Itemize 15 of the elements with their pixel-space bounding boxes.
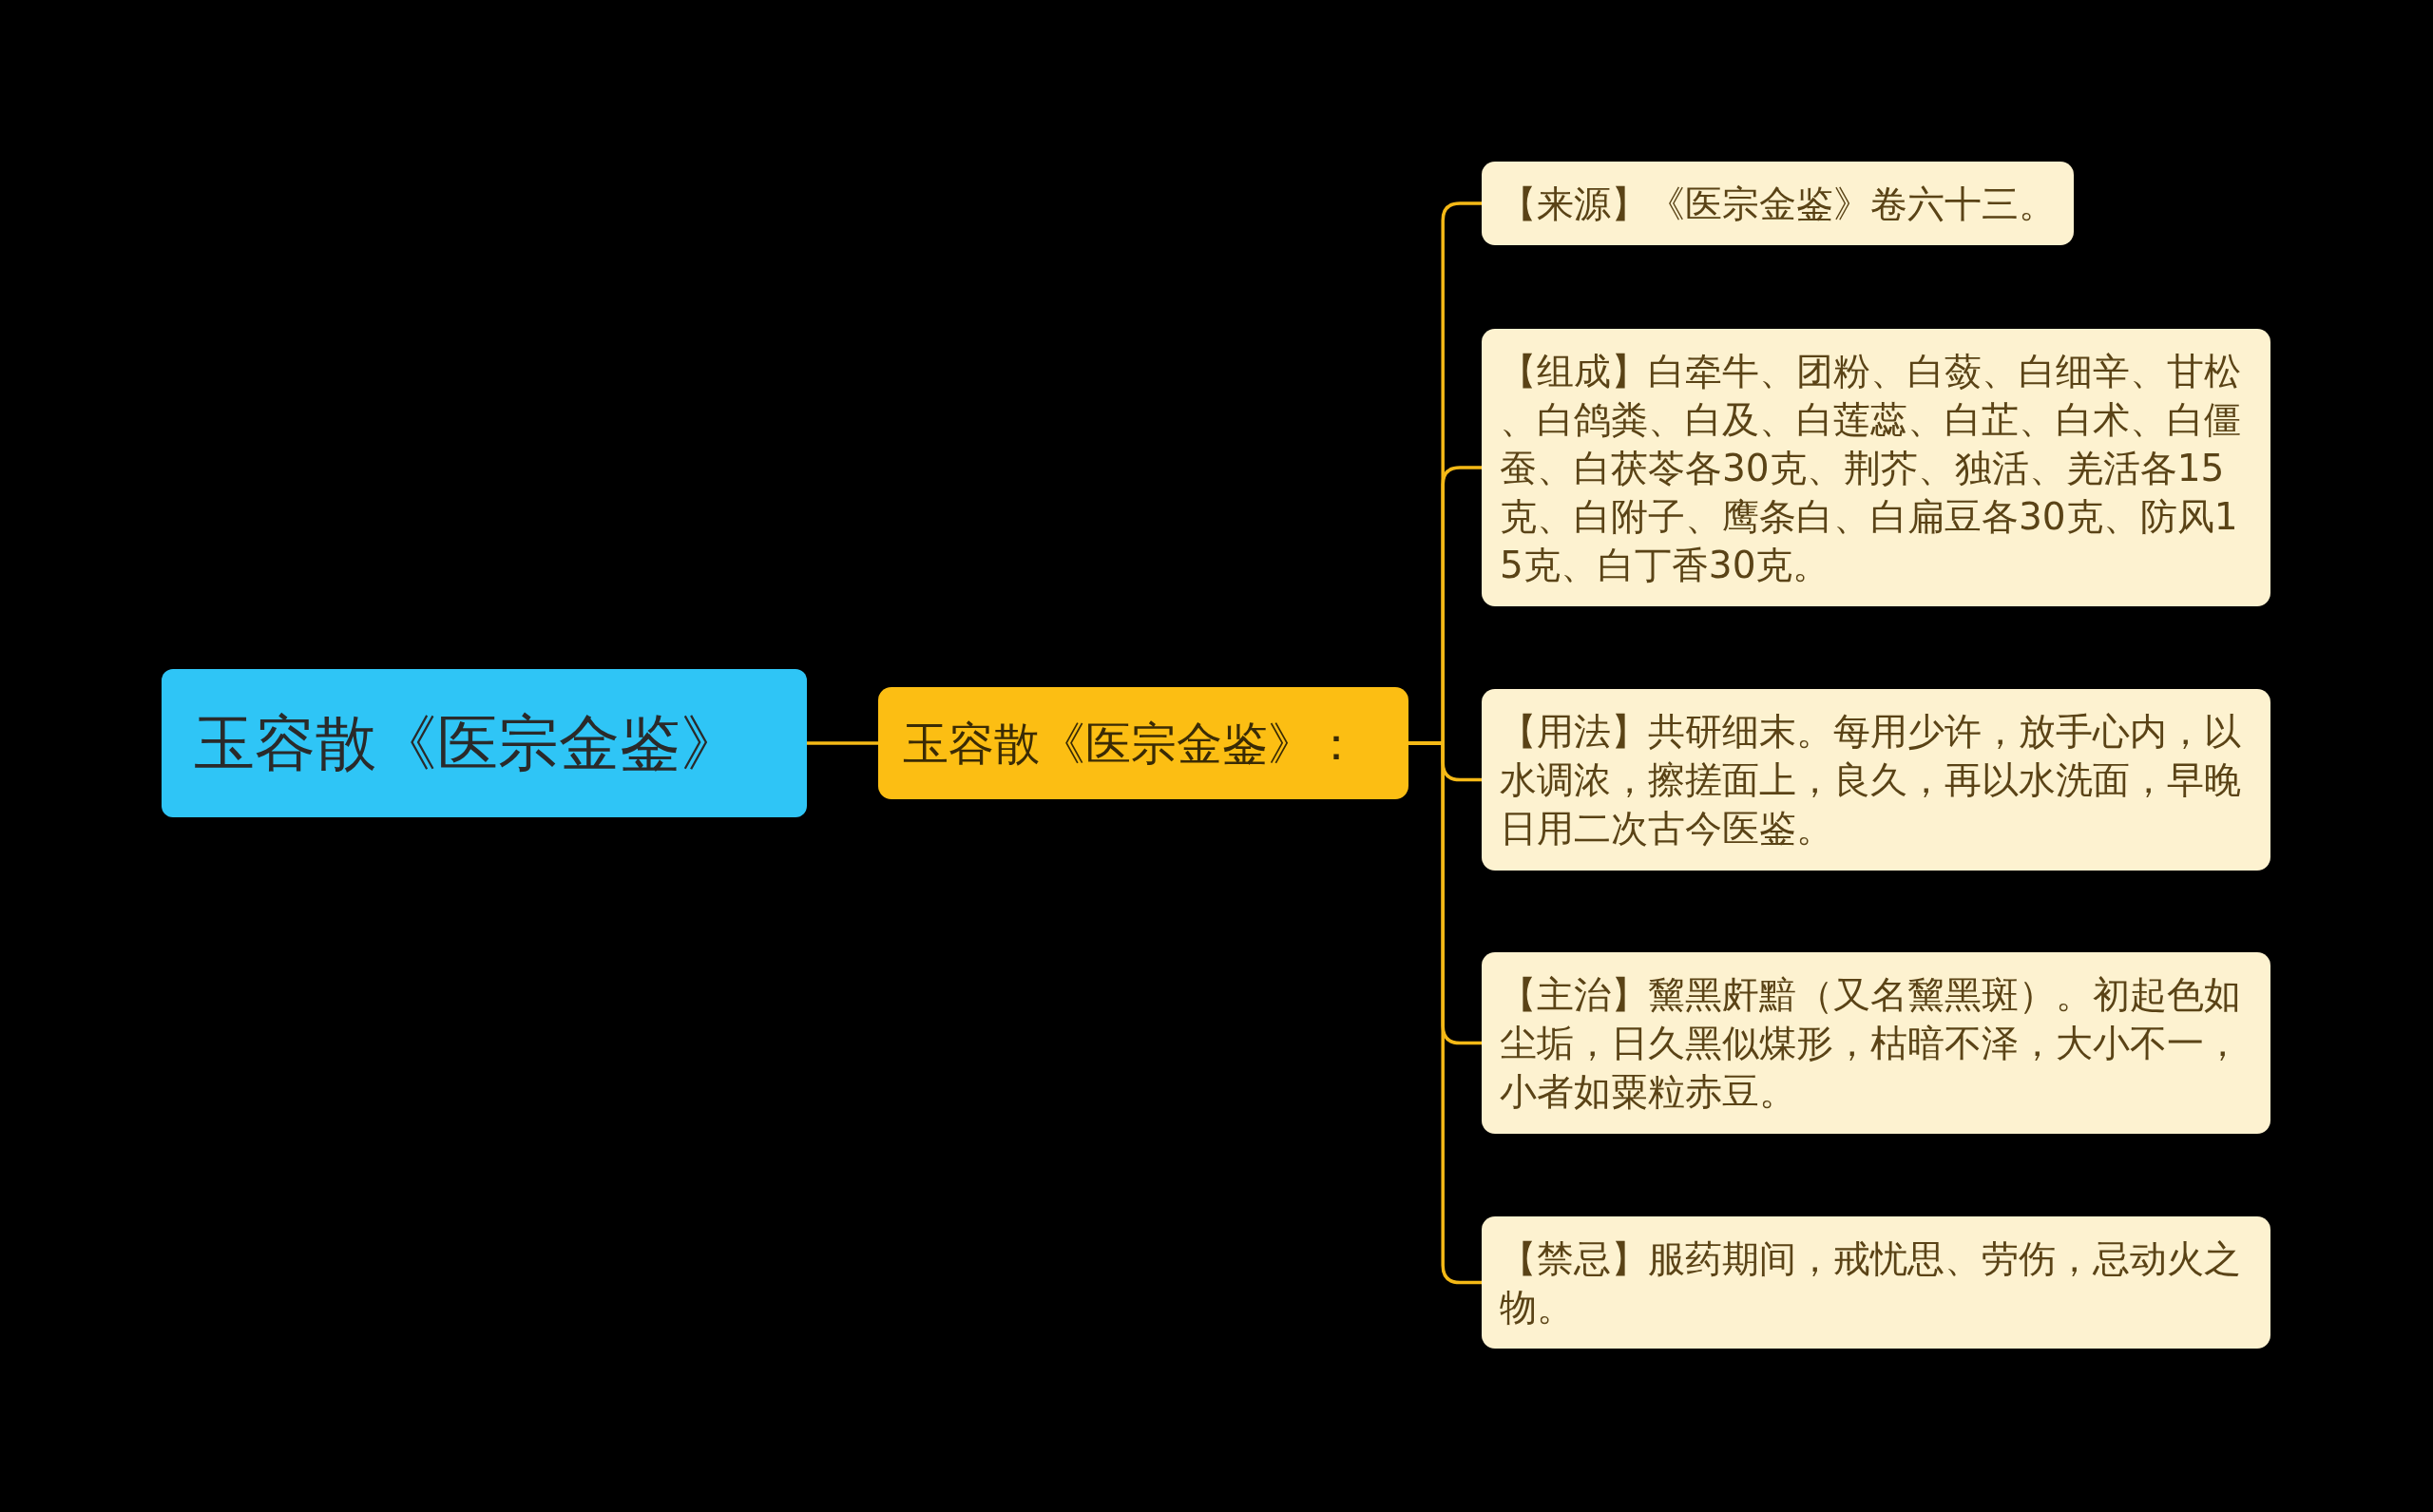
detail-text: 【禁忌】服药期间，戒忧思、劳伤，忌动火之物。	[1500, 1235, 2242, 1330]
detail-card	[1482, 689, 2270, 871]
subtopic-box	[878, 687, 1408, 799]
detail-text: 【主治】黧黑皯黯（又名黧黑斑）。初起色如尘垢，日久黑似煤形，枯暗不泽，大小不一，小者如粟粒赤豆。	[1500, 972, 2242, 1115]
detail-text: 【来源】《医宗金鉴》卷六十三。	[1500, 181, 2056, 227]
topic-text: 玉容散《医宗金鉴》	[194, 707, 742, 779]
connector-line	[807, 741, 878, 745]
detail-text: 【用法】共研细末。每用少许，放手心内，以水调浓，擦搓面上，良久，再以水洗面，早晚日用二次古今医鉴。	[1500, 709, 2242, 852]
detail-card	[1482, 1216, 2270, 1349]
detail-text: 【组成】白牵牛、团粉、白蔹、白细辛、甘松、白鸽粪、白及、白莲蕊、白芷、白术、白僵蚕、白茯苓各30克、荆芥、独活、羌活各15克、白附子、鹰条白、白扁豆各30克、防风15克、白丁香30克。	[1500, 348, 2242, 588]
central-topic-box	[162, 669, 807, 817]
subtopic-text: 玉容散《医宗金鉴》：	[903, 716, 1360, 771]
detail-card	[1482, 162, 2074, 245]
detail-card	[1482, 329, 2270, 606]
detail-card	[1482, 952, 2270, 1134]
